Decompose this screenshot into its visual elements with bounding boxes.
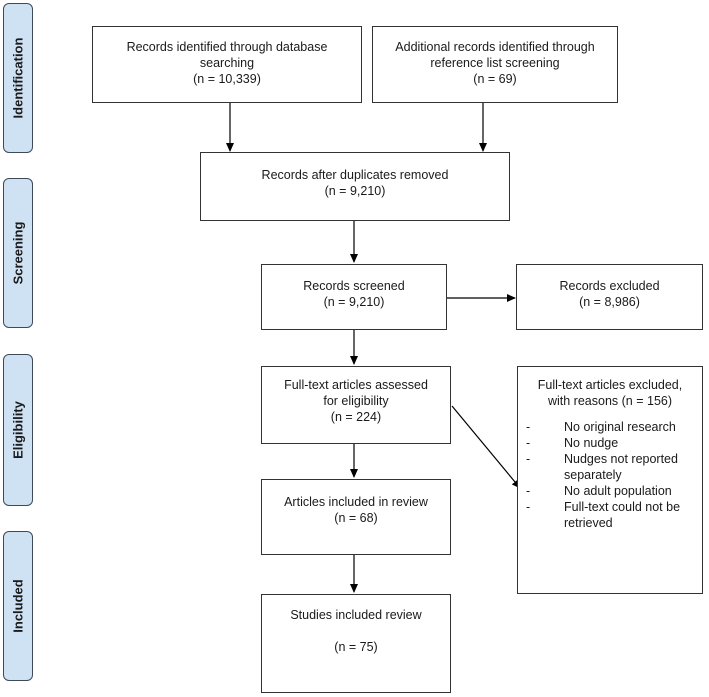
list-dash: - bbox=[526, 452, 531, 466]
box-text-line: searching bbox=[199, 56, 255, 70]
records-database-box: Records identified through database sear… bbox=[92, 26, 362, 103]
box-count: (n = 75) bbox=[334, 640, 378, 654]
box-text-line: Records identified through database bbox=[126, 40, 328, 54]
exclusion-reason: - No nudge bbox=[518, 435, 702, 451]
reason-text: No nudge bbox=[564, 436, 619, 450]
phase-eligibility: Eligibility bbox=[3, 354, 33, 506]
box-text-line: Studies included review bbox=[290, 608, 422, 622]
reason-text: Nudges not reported separately bbox=[564, 452, 678, 482]
articles-included-box: Articles included in review (n = 68) bbox=[261, 479, 451, 555]
box-count: (n = 9,210) bbox=[323, 295, 385, 309]
records-excluded-box: Records excluded (n = 8,986) bbox=[516, 264, 703, 330]
phase-screening: Screening bbox=[3, 178, 33, 328]
box-count: (n = 69) bbox=[473, 72, 517, 86]
phase-label: Identification bbox=[10, 37, 26, 119]
duplicates-removed-box: Records after duplicates removed (n = 9,… bbox=[200, 152, 510, 221]
phase-label: Screening bbox=[10, 221, 26, 285]
box-text-line: Articles included in review bbox=[284, 495, 428, 509]
records-reference-box: Additional records identified through re… bbox=[372, 26, 618, 103]
box-text-line: Records screened bbox=[303, 279, 405, 293]
list-dash: - bbox=[526, 420, 531, 434]
exclusion-reasons-list: - No original research - No nudge - Nudges … bbox=[518, 419, 702, 531]
exclusion-reason: - Full-text could not be retrieved bbox=[518, 499, 702, 531]
exclusion-reason: - No original research bbox=[518, 419, 702, 435]
reason-text: No adult population bbox=[564, 484, 672, 498]
list-dash: - bbox=[526, 436, 531, 450]
phase-label: Included bbox=[10, 579, 26, 633]
box-count: (n = 68) bbox=[334, 511, 378, 525]
box-count: (n = 10,339) bbox=[193, 72, 261, 86]
box-text-line: Records excluded bbox=[559, 279, 660, 293]
box-text-line: Full-text articles excluded, bbox=[537, 378, 683, 392]
box-count: (n = 8,986) bbox=[579, 295, 640, 309]
box-text-line: Additional records identified through bbox=[395, 40, 595, 54]
phase-included: Included bbox=[3, 531, 33, 681]
box-text-line: for eligibility bbox=[323, 394, 389, 408]
box-spacer bbox=[262, 623, 450, 639]
box-text-line: reference list screening bbox=[430, 56, 560, 70]
list-dash: - bbox=[526, 484, 531, 498]
phase-identification: Identification bbox=[3, 3, 33, 153]
box-text-line: with reasons (n = 156) bbox=[547, 394, 673, 408]
studies-included-box: Studies included review (n = 75) bbox=[261, 594, 451, 693]
box-count: (n = 9,210) bbox=[324, 184, 386, 198]
excluded-heading: Full-text articles excluded, with reason… bbox=[518, 367, 702, 409]
reason-text: No original research bbox=[564, 420, 676, 434]
exclusion-reason: - No adult population bbox=[518, 483, 702, 499]
list-dash: - bbox=[526, 500, 531, 514]
phase-label: Eligibility bbox=[10, 401, 26, 459]
exclusion-reason: - Nudges not reported separately bbox=[518, 451, 702, 483]
box-count: (n = 224) bbox=[330, 410, 382, 424]
records-screened-box: Records screened (n = 9,210) bbox=[261, 264, 447, 330]
reason-text: Full-text could not be retrieved bbox=[564, 500, 681, 530]
fulltext-excluded-box: Full-text articles excluded, with reason… bbox=[517, 366, 703, 594]
arrow-fulltext-to-ftexcluded bbox=[451, 405, 521, 489]
box-text-line: Records after duplicates removed bbox=[261, 168, 449, 182]
box-text-line: Full-text articles assessed bbox=[284, 378, 428, 392]
fulltext-assessed-box: Full-text articles assessed for eligibil… bbox=[261, 366, 451, 444]
